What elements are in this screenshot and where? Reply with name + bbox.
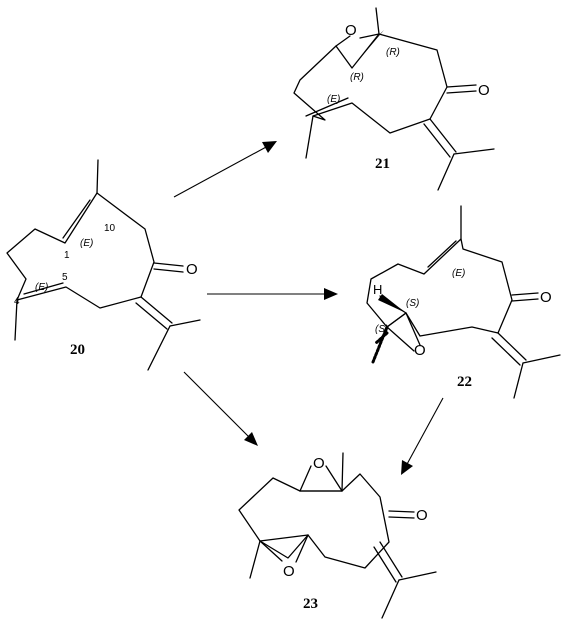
c23-exo-double-b: [373, 546, 397, 583]
c21-isopropylidene-me2: [437, 153, 455, 191]
c22-stereo-s-1: (S): [406, 298, 419, 309]
compound-23: O O O 23: [238, 452, 437, 619]
c20-locant-10: 10: [104, 223, 116, 234]
c23-ring: [238, 473, 390, 569]
c23-isopropylidene-me2: [381, 579, 400, 619]
c22-exo-double-b: [491, 337, 521, 366]
arrow-20-22-head: [324, 288, 338, 300]
c20-double-c4-c5: [23, 282, 64, 295]
c23-exo-double-a: [379, 541, 403, 578]
c20-double-c1-c10: [62, 199, 91, 239]
c23-ketone-double: [388, 516, 415, 519]
c20-locant-4: 4: [14, 296, 20, 307]
arrow-20-to-22: [207, 288, 338, 300]
compound-22-label: 22: [457, 374, 472, 390]
c21-alkene-double: [305, 97, 349, 117]
arrow-22-23-head: [401, 460, 413, 475]
c20-ketone-single: [153, 262, 184, 267]
c22-ketone-oxygen: O: [540, 289, 552, 306]
c22-epoxide-o-c1: [386, 326, 415, 352]
c20-ketone-double: [153, 268, 184, 273]
c23-bottom-epoxide-cc: [259, 534, 309, 542]
c23-top-methyl: [341, 452, 344, 492]
compound-22: O O H (S) (S) (E) 22: [366, 205, 561, 399]
compound-20-label: 20: [70, 342, 85, 358]
c21-epoxide-o-c2: [359, 33, 380, 39]
c22-hydrogen: H: [373, 282, 382, 297]
c21-ketone-single: [446, 84, 477, 88]
c20-locant-1: 1: [64, 250, 70, 261]
c21-stereo-e: (E): [327, 94, 340, 105]
c23-top-epoxide-o-c1: [299, 465, 312, 492]
c20-ketone-oxygen: O: [186, 261, 198, 278]
c23-bottom-epoxide-o-c1: [259, 540, 283, 562]
c21-isopropylidene-me1: [453, 148, 495, 155]
compound-23-label: 23: [303, 596, 318, 612]
c20-locant-5: 5: [62, 272, 68, 283]
c20-stereo-e-2: (E): [35, 282, 48, 293]
c21-ketone-double: [446, 90, 477, 94]
c21-ring: [293, 33, 448, 134]
compound-20: O (E) (E) 10 1 5 4 20: [6, 159, 201, 371]
c22-epoxide-cc: [386, 312, 407, 328]
c20-exo-double-a: [140, 296, 173, 324]
c22-ring: [366, 238, 513, 337]
c23-top-epoxide-oxygen: O: [313, 455, 325, 472]
c23-ketone-oxygen: O: [416, 507, 428, 524]
c22-epoxide-o-c2: [405, 312, 421, 346]
c23-bottom-methyl: [249, 540, 261, 579]
c22-exo-double-a: [497, 332, 527, 361]
c20-stereo-e-1: (E): [80, 238, 93, 249]
c22-h-wedge: [378, 294, 406, 313]
c22-epoxide-oxygen: O: [414, 342, 426, 359]
c23-isopropylidene-me1: [398, 571, 437, 581]
c21-stereo-r-2: (R): [386, 47, 400, 58]
c21-ketone-oxygen: O: [478, 82, 490, 99]
arrow-22-23-shaft: [405, 397, 444, 467]
arrow-20-23-shaft: [183, 371, 252, 440]
c22-hashed-methyl-long: [371, 325, 389, 364]
arrow-22-to-23: [401, 397, 444, 475]
c22-isopropylidene-me2: [513, 362, 524, 399]
c23-bottom-epoxide-oxygen: O: [283, 563, 295, 580]
c22-stereo-e: (E): [452, 268, 465, 279]
c21-exo-double-a: [429, 118, 457, 153]
c21-exo-double-b: [423, 123, 451, 158]
c22-alkene-double: [427, 240, 457, 268]
c20-methyl-c10: [96, 159, 99, 194]
arrow-20-to-23: [183, 371, 258, 446]
c23-ketone-single: [388, 510, 415, 513]
arrow-20-to-21: [173, 141, 277, 198]
c20-isopropylidene-me1: [169, 319, 201, 327]
c22-stereo-s-2: (S): [375, 324, 388, 335]
c21-wedge-bond: [352, 30, 384, 68]
compound-21-label: 21: [375, 156, 390, 172]
c21-methyl: [375, 7, 380, 35]
c20-exo-double-b: [135, 302, 168, 330]
c21-stereo-r-1: (R): [350, 72, 364, 83]
c22-ketone-double: [511, 298, 539, 302]
c21-epoxide-oxygen: O: [345, 22, 357, 39]
arrow-20-23-head: [244, 432, 258, 446]
c22-ketone-single: [511, 292, 539, 296]
c20-methyl-c4: [14, 299, 18, 341]
c23-bottom-epoxide-o-c2: [295, 534, 309, 563]
c21-alkene-methyl: [305, 115, 314, 159]
compound-21: O O (R) (R) (E) 21: [293, 7, 495, 191]
c20-isopropylidene-me2: [147, 325, 171, 371]
c21-epoxide-o-c1: [335, 35, 351, 47]
c22-isopropylidene-me1: [522, 354, 561, 364]
c20-ring: [6, 192, 155, 309]
c23-top-epoxide-o-c2: [325, 465, 343, 492]
arrow-20-21-shaft: [173, 145, 269, 198]
arrow-20-21-head: [262, 141, 277, 153]
